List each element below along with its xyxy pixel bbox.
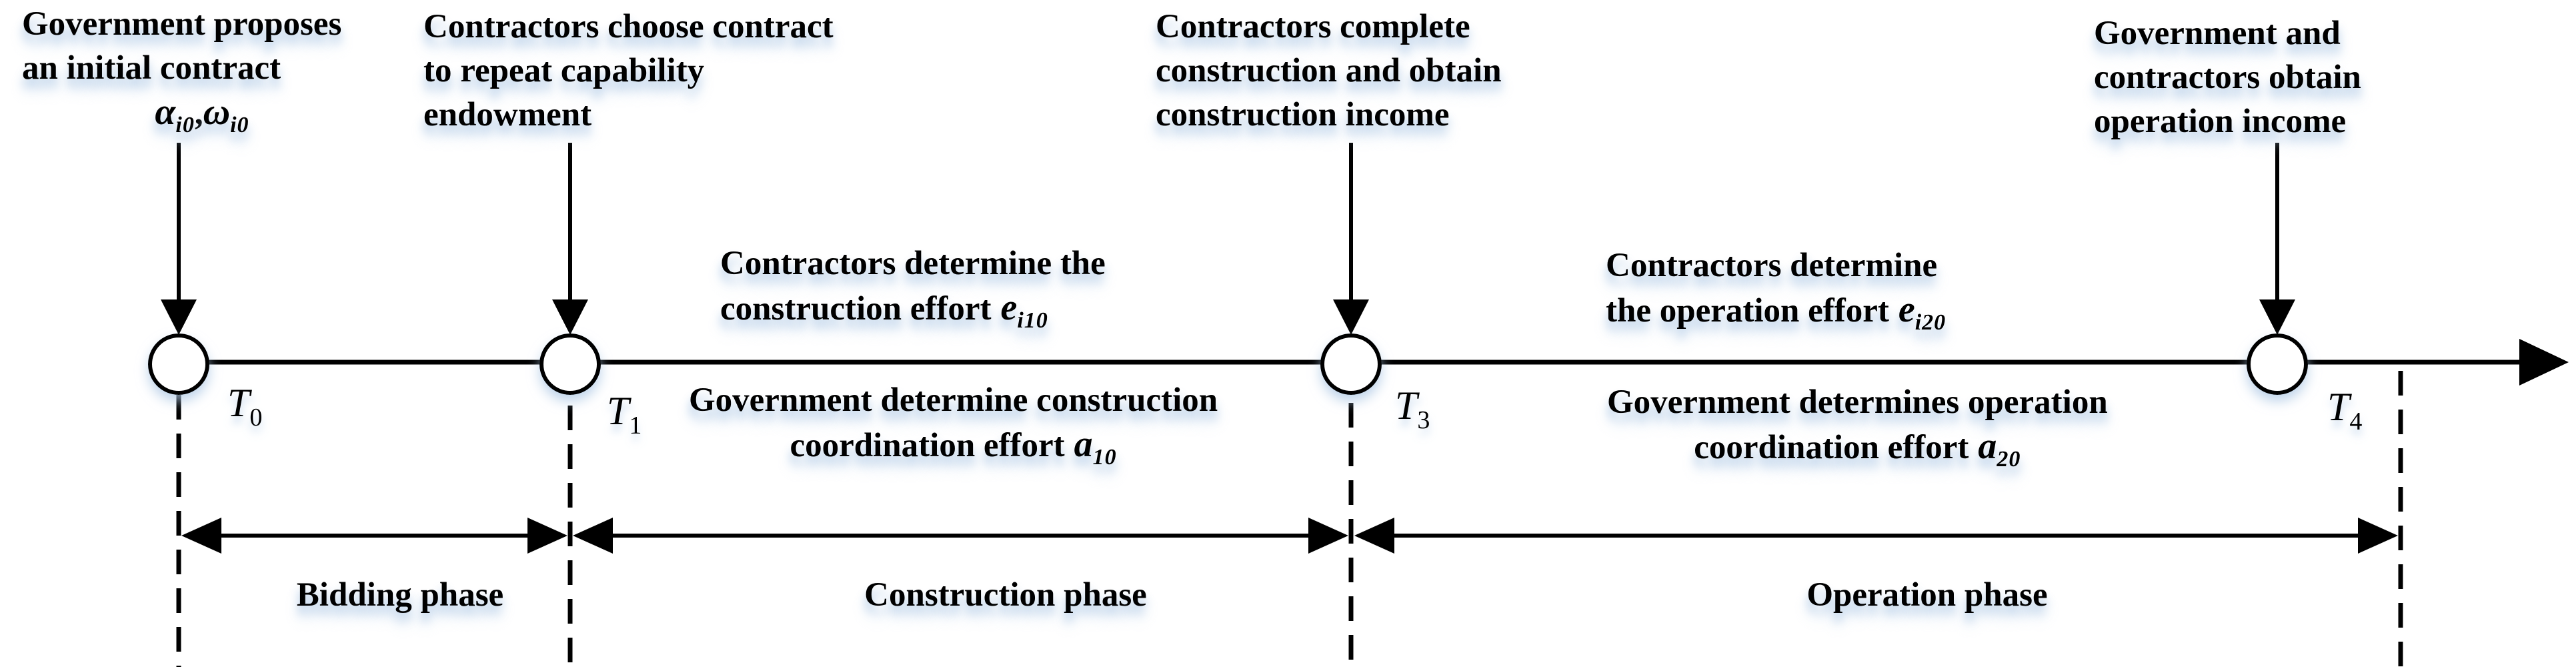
phase-label-bidding: Bidding phase <box>296 576 504 614</box>
event-label-initial-contract: Government proposes an initial contract … <box>22 2 382 147</box>
event-text-line: Contractors complete <box>1156 8 1470 45</box>
right-arrowhead-icon <box>1308 518 1348 554</box>
tick-subscript: 1 <box>629 412 642 440</box>
down-arrow-t0 <box>161 143 197 335</box>
math-subscript: i20 <box>1914 310 1947 335</box>
activity-text: coordination effort <box>790 427 1065 464</box>
node-circle-t4 <box>2247 333 2308 395</box>
math-symbol-alpha: α <box>155 91 176 133</box>
down-arrowhead-icon <box>552 299 588 335</box>
tick-label-t0: T0 <box>227 383 262 430</box>
left-arrowhead-icon <box>1354 518 1394 554</box>
down-arrowhead-icon <box>1333 299 1369 335</box>
activity-text-line: Government determine construction <box>689 382 1218 419</box>
event-text-line: Government proposes <box>22 5 342 43</box>
left-arrowhead-icon <box>573 518 613 554</box>
math-symbol-omega: ω <box>203 91 231 133</box>
phase-label-construction: Construction phase <box>864 576 1147 614</box>
down-arrow-t3 <box>1333 143 1369 335</box>
activity-text-line: Government determines operation <box>1607 384 2108 421</box>
math-subscript: 20 <box>1997 447 2021 472</box>
event-label-choose-contract: Contractors choose contract to repeat ca… <box>423 5 834 137</box>
math-symbol-a: a <box>1978 426 1997 467</box>
math-comma: , <box>194 95 203 132</box>
math-alpha-omega: αi0,ωi0 <box>22 90 382 147</box>
event-text-line: contractors obtain <box>2094 59 2361 96</box>
math-subscript: 10 <box>1092 445 1117 470</box>
activity-label-construction-coordination: Government determine construction coordi… <box>689 378 1218 480</box>
math-symbol-e: e <box>1898 289 1915 330</box>
event-text-line: construction income <box>1156 96 1450 133</box>
event-text-line: to repeat capability <box>423 52 705 89</box>
activity-text: construction effort <box>720 290 992 327</box>
activity-label-operation-effort: Contractors determine the operation effo… <box>1606 243 1946 345</box>
right-arrowhead-icon <box>2358 518 2398 554</box>
activity-label-construction-effort: Contractors determine the construction e… <box>720 241 1106 343</box>
activity-text-line: Contractors determine the <box>720 245 1106 282</box>
node-circle-t1 <box>539 333 601 395</box>
event-text-line: endowment <box>423 96 592 133</box>
down-arrow-t4 <box>2259 143 2295 335</box>
event-text-line: operation income <box>2094 103 2347 140</box>
event-label-complete-construction: Contractors complete construction and ob… <box>1156 5 1502 137</box>
math-subscript: i0 <box>230 113 249 137</box>
tick-base: T <box>1395 384 1418 428</box>
phase-label-operation: Operation phase <box>1806 576 2048 614</box>
right-arrowhead-icon <box>527 518 567 554</box>
event-text-line: an initial contract <box>22 49 281 87</box>
tick-subscript: 3 <box>1417 406 1430 434</box>
down-arrowhead-icon <box>161 299 197 335</box>
activity-text-line: Contractors determine <box>1606 247 1938 284</box>
node-circle-t3 <box>1320 333 1382 395</box>
tick-subscript: 0 <box>249 404 263 432</box>
event-text-line: Contractors choose contract <box>423 8 834 45</box>
tick-label-t1: T1 <box>607 391 641 438</box>
tick-base: T <box>607 389 629 433</box>
event-text-line: Government and <box>2094 15 2341 52</box>
phase-arrow-construction <box>573 518 1348 554</box>
tick-subscript: 4 <box>2349 408 2363 436</box>
phase-arrow-operation <box>1354 518 2398 554</box>
tick-base: T <box>227 381 250 425</box>
math-subscript: i0 <box>175 113 195 137</box>
phase-arrow-bidding <box>181 518 567 554</box>
down-arrow-t1 <box>552 143 588 335</box>
math-symbol-e: e <box>1000 287 1018 328</box>
event-text-line: construction and obtain <box>1156 52 1502 89</box>
timeline-arrowhead-icon <box>2519 339 2569 386</box>
math-symbol-a: a <box>1074 424 1093 465</box>
activity-text: the operation effort <box>1606 292 1889 329</box>
tick-label-t4: T4 <box>2327 387 2362 434</box>
activity-text: coordination effort <box>1694 429 1969 466</box>
left-arrowhead-icon <box>181 518 221 554</box>
event-label-operation-income: Government and contractors obtain operat… <box>2094 11 2361 143</box>
tick-base: T <box>2327 385 2350 429</box>
math-subscript: i10 <box>1017 308 1048 333</box>
node-circle-t0 <box>148 333 209 395</box>
tick-label-t3: T3 <box>1395 386 1430 433</box>
down-arrowhead-icon <box>2259 299 2295 335</box>
activity-label-operation-coordination: Government determines operation coordina… <box>1607 380 2108 482</box>
